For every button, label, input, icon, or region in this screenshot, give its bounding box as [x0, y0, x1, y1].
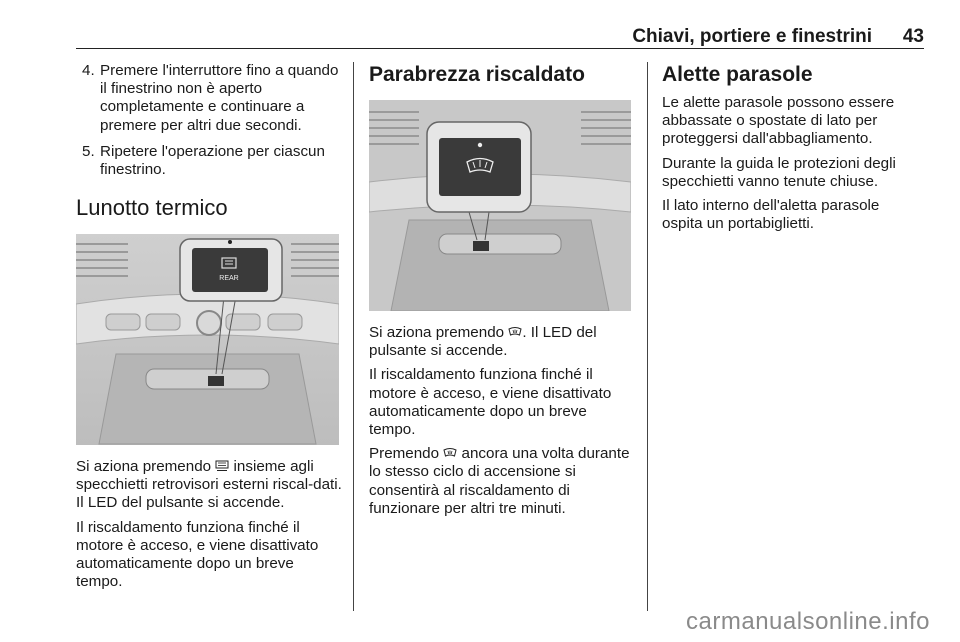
- paragraph: Le alette parasole possono essere abbass…: [662, 94, 895, 148]
- windscreen-heater-illustration: [369, 100, 631, 311]
- paragraph: Durante la guida le protezioni degli spe…: [662, 154, 896, 190]
- text-run: ancora una volta durante lo stesso ciclo…: [369, 445, 630, 517]
- text-run: . Il LED del pulsante si accende.: [369, 324, 597, 360]
- list-item: 5. Ripetere l'operazione per ciascun fin…: [76, 143, 344, 179]
- steps-list: 4. Premere l'interruttore fino a quando …: [76, 62, 344, 179]
- column-2: Parabrezza riscaldato: [369, 62, 635, 88]
- column-2-lower: Si aziona premendo . Il LED del pulsante…: [369, 324, 635, 524]
- paragraph: Il riscaldamento funziona finché il moto…: [369, 366, 612, 439]
- text-run: insieme agli specchietti retrovisori est…: [76, 458, 342, 512]
- text-run: Si aziona premendo: [369, 324, 509, 341]
- paragraph: Premendo ancora una volta durante lo ste…: [369, 445, 635, 518]
- column-divider: [353, 62, 354, 611]
- page-number: 43: [902, 26, 924, 47]
- step-text: Premere l'interruttore fino a quando il …: [100, 62, 339, 134]
- column-1-lower: Si aziona premendo insieme agli specchie…: [76, 458, 344, 597]
- rear-label: REAR: [219, 275, 238, 282]
- column-divider: [647, 62, 648, 611]
- watermark: carmanualsonline.info: [686, 608, 930, 635]
- step-number: 5.: [82, 142, 95, 160]
- column-1: 4. Premere l'interruttore fino a quando …: [76, 62, 344, 221]
- page-header: Chiavi, portiere e finestrini 43: [76, 22, 924, 49]
- chapter-title: Chiavi, portiere e finestrini: [632, 26, 872, 47]
- paragraph: Il lato interno dell'aletta parasole osp…: [662, 197, 880, 233]
- section-heading: Parabrezza riscaldato: [369, 63, 585, 86]
- text-run: Premendo: [369, 445, 444, 463]
- text-run: Si aziona premendo: [76, 458, 216, 475]
- paragraph: Si aziona premendo insieme agli specchie…: [76, 458, 344, 513]
- paragraph: Si aziona premendo . Il LED del pulsante…: [369, 324, 635, 360]
- section-heading: Alette parasole: [662, 63, 813, 86]
- section-heading: Lunotto termico: [76, 195, 228, 221]
- windscreen-heater-icon: [443, 448, 457, 457]
- paragraph: Il riscaldamento funziona finché il moto…: [76, 518, 319, 591]
- step-text: Ripetere l'operazione per ciascun finest…: [100, 142, 325, 179]
- list-item: 4. Premere l'interruttore fino a quando …: [76, 62, 344, 135]
- windscreen-heater-icon: [508, 327, 522, 336]
- rear-window-heater-icon: [215, 460, 229, 471]
- step-number: 4.: [82, 62, 95, 79]
- column-3: Alette parasole Le alette parasole posso…: [662, 62, 924, 239]
- rear-defrost-illustration: REAR: [76, 234, 339, 445]
